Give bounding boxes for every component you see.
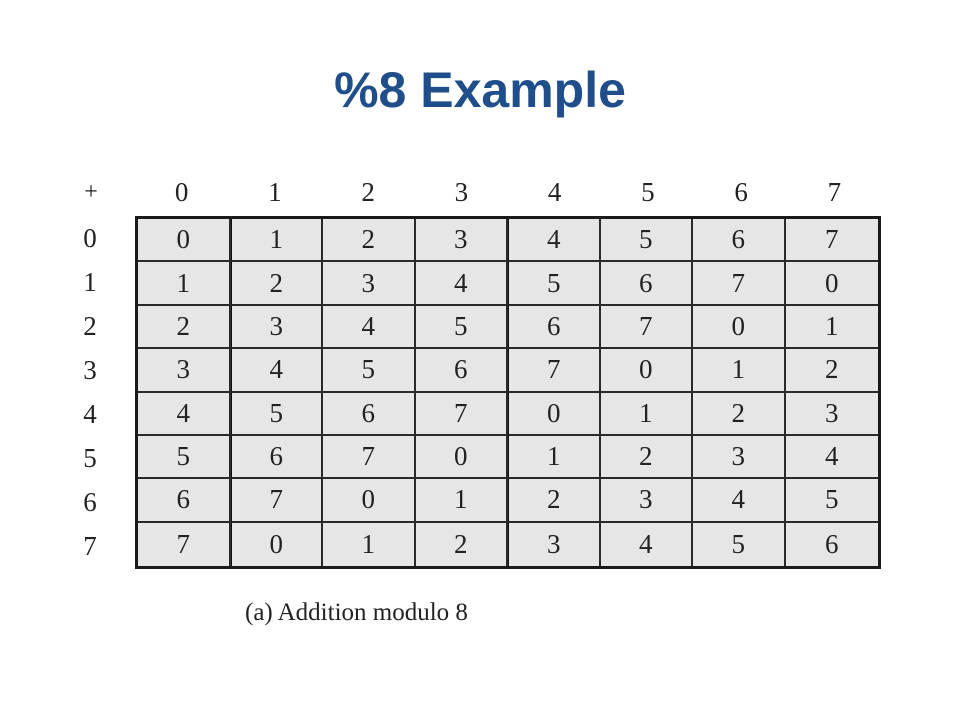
table-cell: 6 bbox=[508, 305, 601, 350]
column-header: 0 bbox=[174, 177, 189, 207]
table-cell: 7 bbox=[508, 349, 601, 393]
table-caption: (a) Addition modulo 8 bbox=[245, 599, 468, 626]
table-cell: 5 bbox=[415, 305, 508, 350]
table-cell: 3 bbox=[415, 219, 508, 263]
row-header: 1 bbox=[83, 266, 97, 297]
table-cell: 0 bbox=[230, 522, 323, 566]
column-headers: 0 1 2 3 4 5 6 7 bbox=[135, 174, 881, 210]
table-cell: 2 bbox=[785, 349, 878, 393]
table-cell: 3 bbox=[785, 392, 878, 436]
table-cell: 1 bbox=[138, 262, 231, 306]
table-cell: 1 bbox=[323, 522, 416, 566]
row-header: 3 bbox=[83, 354, 97, 385]
table-cell: 3 bbox=[230, 305, 323, 350]
table-cell: 0 bbox=[508, 392, 601, 436]
column-header: 7 bbox=[827, 177, 842, 207]
table-cell: 1 bbox=[600, 392, 693, 436]
table-cell: 6 bbox=[230, 435, 323, 480]
column-header: 2 bbox=[361, 177, 375, 207]
table-cell: 6 bbox=[600, 262, 693, 306]
table-cell: 1 bbox=[415, 479, 508, 523]
table-cell: 3 bbox=[508, 522, 601, 566]
table-cell: 2 bbox=[600, 435, 693, 480]
table-cell: 2 bbox=[415, 522, 508, 566]
table-cell: 7 bbox=[600, 305, 693, 350]
table-cell: 0 bbox=[693, 305, 786, 350]
slide-title: %8 Example bbox=[334, 62, 626, 118]
table-cell: 4 bbox=[508, 219, 601, 263]
table-cell: 5 bbox=[508, 262, 601, 306]
table-cell: 6 bbox=[323, 392, 416, 436]
row-header: 6 bbox=[83, 487, 97, 518]
table-cell: 7 bbox=[230, 479, 323, 523]
table-cell: 6 bbox=[415, 349, 508, 393]
row-headers: 0 1 2 3 4 5 6 7 bbox=[70, 216, 110, 569]
table-cell: 5 bbox=[230, 392, 323, 436]
row-header: 0 bbox=[83, 222, 97, 253]
table-cell: 0 bbox=[785, 262, 878, 306]
table-cell: 2 bbox=[138, 305, 231, 350]
column-header: 3 bbox=[454, 177, 469, 207]
table-cell: 7 bbox=[785, 219, 878, 263]
table-cell: 2 bbox=[693, 392, 786, 436]
row-header: 5 bbox=[83, 443, 97, 474]
table-cell: 0 bbox=[323, 479, 416, 523]
column-header: 1 bbox=[268, 177, 282, 207]
table-cell: 6 bbox=[693, 219, 786, 263]
table-cell: 0 bbox=[415, 435, 508, 480]
table-cell: 4 bbox=[600, 522, 693, 566]
table-cell: 5 bbox=[785, 479, 878, 523]
table-cell: 2 bbox=[323, 219, 416, 263]
table-cell: 7 bbox=[693, 262, 786, 306]
table-cell: 3 bbox=[138, 349, 231, 393]
column-header: 6 bbox=[734, 177, 748, 207]
table-cell: 1 bbox=[230, 219, 323, 263]
table-cell: 6 bbox=[785, 522, 878, 566]
table-cell: 1 bbox=[693, 349, 786, 393]
table-cell: 4 bbox=[230, 349, 323, 393]
row-header: 4 bbox=[83, 399, 97, 430]
table-cell: 4 bbox=[785, 435, 878, 480]
table-cell: 2 bbox=[508, 479, 601, 523]
table-cell: 5 bbox=[600, 219, 693, 263]
row-header: 2 bbox=[83, 310, 97, 341]
table-cell: 6 bbox=[138, 479, 231, 523]
table-cell: 2 bbox=[230, 262, 323, 306]
table-cell: 4 bbox=[693, 479, 786, 523]
table-cell: 7 bbox=[138, 522, 231, 566]
table-cell: 7 bbox=[415, 392, 508, 436]
table-cell: 5 bbox=[323, 349, 416, 393]
column-header: 5 bbox=[641, 177, 655, 207]
table-cell: 1 bbox=[785, 305, 878, 350]
table-cell: 7 bbox=[323, 435, 416, 480]
table-cell: 0 bbox=[600, 349, 693, 393]
table-cell: 3 bbox=[693, 435, 786, 480]
table-cell: 4 bbox=[138, 392, 231, 436]
table-cell: 5 bbox=[693, 522, 786, 566]
table-cell: 3 bbox=[600, 479, 693, 523]
table-cell: 3 bbox=[323, 262, 416, 306]
table-cell: 0 bbox=[138, 219, 231, 263]
table-cell: 4 bbox=[415, 262, 508, 306]
row-header: 7 bbox=[83, 531, 97, 562]
table-cell: 5 bbox=[138, 435, 231, 480]
operator-symbol: + bbox=[84, 179, 98, 205]
table-cell: 1 bbox=[508, 435, 601, 480]
column-header: 4 bbox=[547, 177, 562, 207]
table-cell: 4 bbox=[323, 305, 416, 350]
